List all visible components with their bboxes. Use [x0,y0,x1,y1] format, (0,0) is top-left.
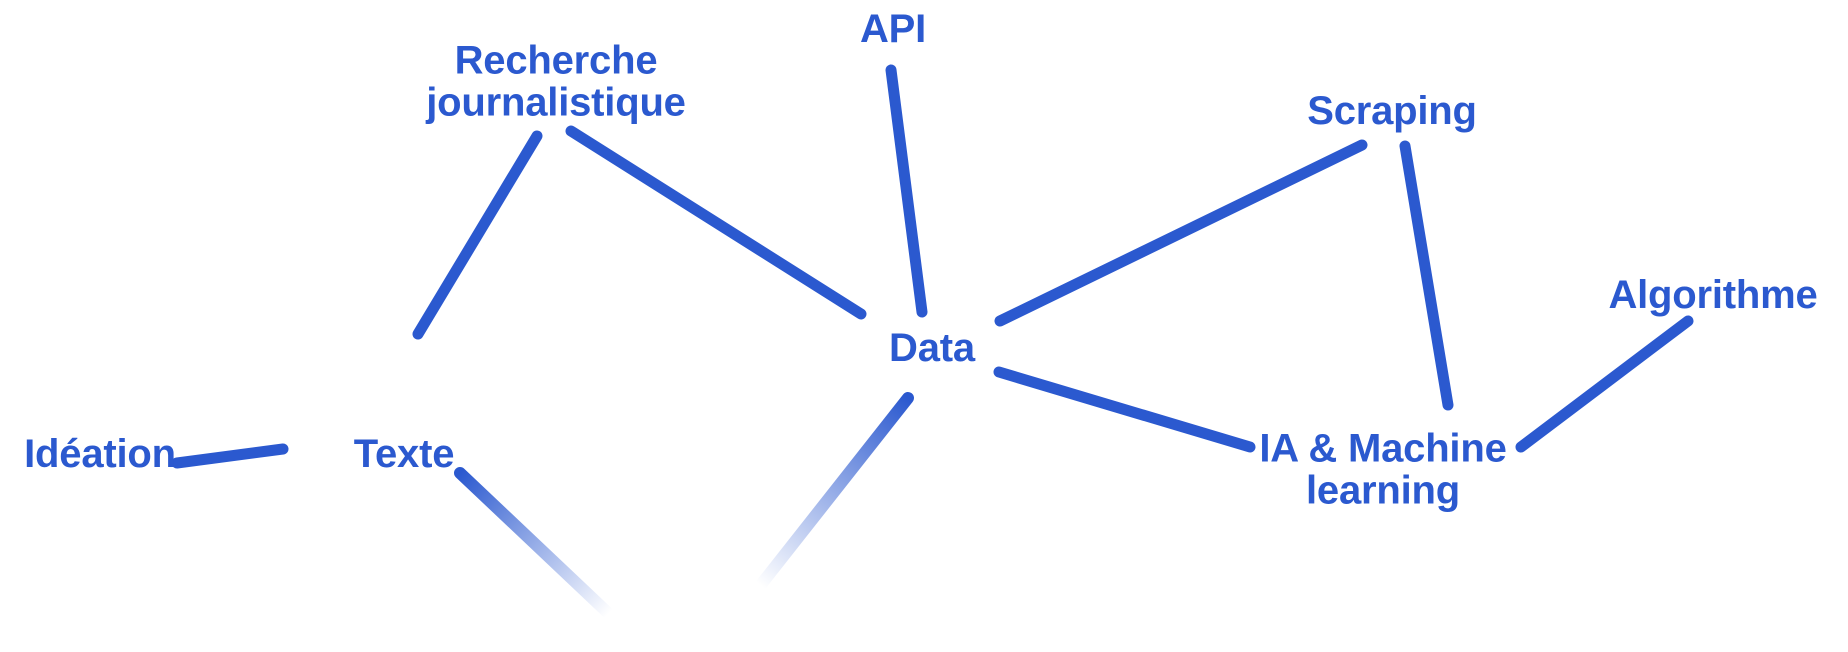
node-algorithme[interactable]: Algorithme [1608,275,1817,317]
edge-scraping-ia[interactable] [1399,140,1454,411]
node-label-line1: Texte [353,432,455,477]
node-ideation[interactable]: Idéation [24,434,176,476]
node-label-line1: Algorithme [1608,273,1818,318]
node-label-line1: Idéation [24,432,176,477]
node-label-line1: IA & Machine [1259,426,1507,471]
node-api[interactable]: API [860,9,926,51]
node-label-line2: learning [1306,468,1460,512]
node-label-line2: journalistique [426,80,686,124]
edge-ideation-texte[interactable] [171,443,289,469]
node-label-line1: Recherche [454,38,658,83]
node-label-line1: API [859,7,927,52]
node-scraping[interactable]: Scraping [1307,91,1477,133]
edge-data-down[interactable] [670,392,914,652]
edge-data-scraping[interactable] [994,139,1368,327]
edge-texte-down[interactable] [454,467,700,652]
edge-api-data[interactable] [885,64,928,318]
edge-data-ia[interactable] [993,366,1256,453]
edges-group [171,64,1694,652]
edge-ia-algorithme[interactable] [1515,315,1694,453]
node-texte[interactable]: Texte [354,434,455,476]
node-label-line1: Scraping [1307,89,1477,134]
node-data[interactable]: Data [889,328,975,370]
node-label-line1: Data [889,326,975,371]
edge-recherche-data[interactable] [565,125,867,320]
edge-texte-recherche[interactable] [412,130,543,340]
